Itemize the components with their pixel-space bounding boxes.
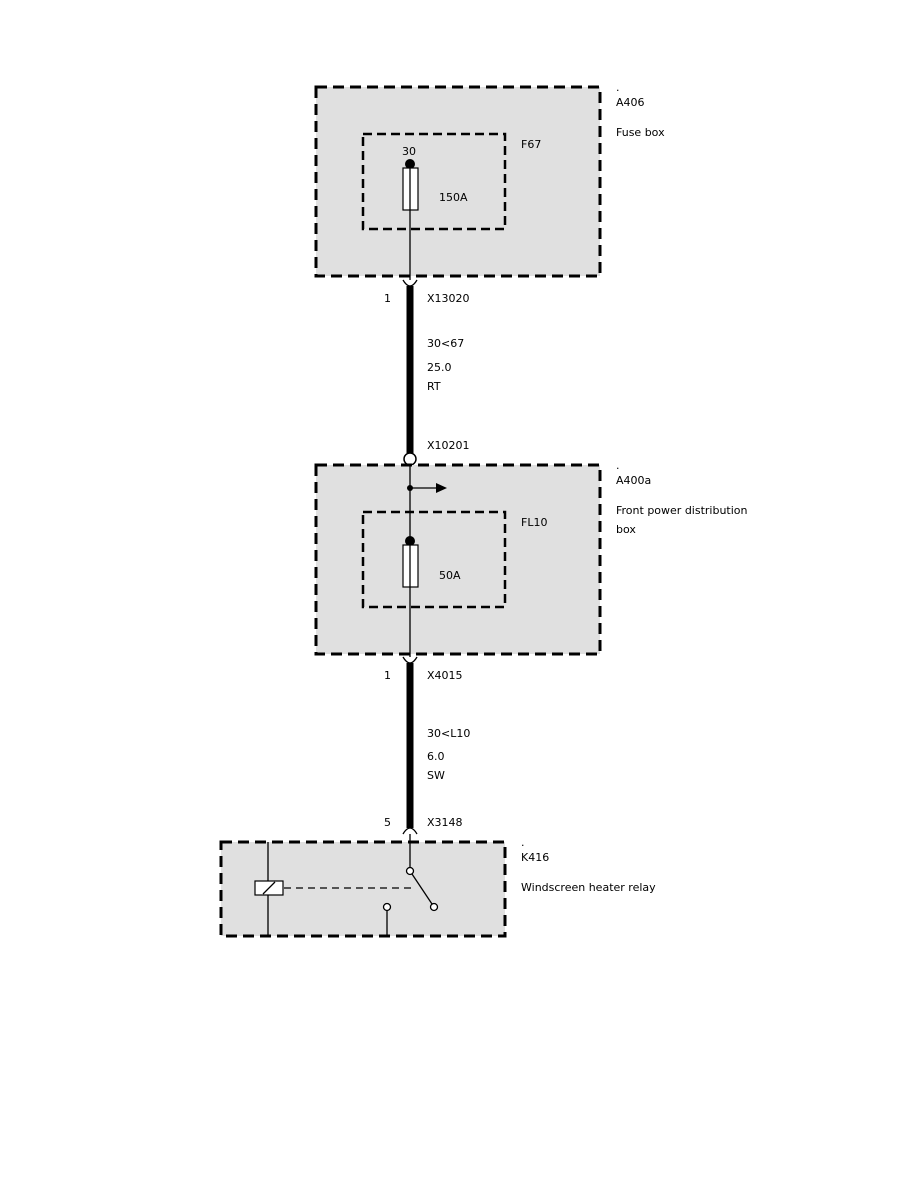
fuse-fl10-id: FL10 — [521, 516, 547, 529]
fuse-fl10-rating: 50A — [439, 569, 461, 582]
fuse-fl10-terminal-dot — [405, 536, 415, 546]
relay-common-contact — [405, 866, 415, 876]
fuse-box-name: Fuse box — [616, 126, 665, 139]
distribution-box-housing — [314, 463, 602, 656]
fuse-f67-rating: 150A — [439, 191, 468, 204]
relay-id: K416 — [521, 851, 549, 864]
connector-x3148-id: X3148 — [427, 816, 463, 829]
connector-x13020-pin: 1 — [384, 292, 391, 305]
fuse-box-a406 — [314, 85, 602, 280]
relay-switch-arm — [411, 873, 433, 905]
connector-x13020-socket — [402, 279, 418, 287]
fuse-box-id: A406 — [616, 96, 645, 109]
connector-x13020-id: X13020 — [427, 292, 470, 305]
wire-lower-circuit: 30<L10 — [427, 727, 470, 740]
relay-nc-contact — [382, 902, 392, 912]
distribution-box-marker: . — [616, 459, 620, 472]
relay-no-contact — [429, 902, 439, 912]
connector-x10201-symbol — [403, 452, 417, 466]
wire-lower-size: 6.0 — [427, 750, 445, 763]
connector-x3148-socket — [402, 827, 418, 835]
connector-x4015-id: X4015 — [427, 669, 463, 682]
connector-x3148-pin: 5 — [384, 816, 391, 829]
wire-upper-circuit: 30<67 — [427, 337, 464, 350]
connector-x4015-pin: 1 — [384, 669, 391, 682]
wire-upper-color: RT — [427, 380, 441, 393]
wire-lower-color: SW — [427, 769, 445, 782]
wire-upper-size: 25.0 — [427, 361, 452, 374]
fuse-box-housing — [314, 85, 602, 278]
distribution-box-name-line1: Front power distribution — [616, 504, 748, 517]
relay-coil-slash — [262, 881, 276, 895]
connector-x4015-socket — [402, 656, 418, 664]
branch-arrow-icon — [436, 483, 447, 493]
fuse-f67-housing — [361, 132, 507, 231]
fuse-fl10-housing — [361, 510, 507, 609]
fuse-f67-id: F67 — [521, 138, 541, 151]
connector-x10201-id: X10201 — [427, 439, 470, 452]
relay-marker: . — [521, 836, 525, 849]
distribution-box-id: A400a — [616, 474, 651, 487]
distribution-box-name-line2: box — [616, 523, 636, 536]
fuse-f67-terminal: 30 — [402, 145, 416, 158]
relay-name: Windscreen heater relay — [521, 881, 656, 894]
fuse-box-marker: . — [616, 81, 620, 94]
windscreen-heater-relay-k416 — [219, 834, 507, 938]
front-power-distribution-box-a400a — [314, 463, 602, 657]
